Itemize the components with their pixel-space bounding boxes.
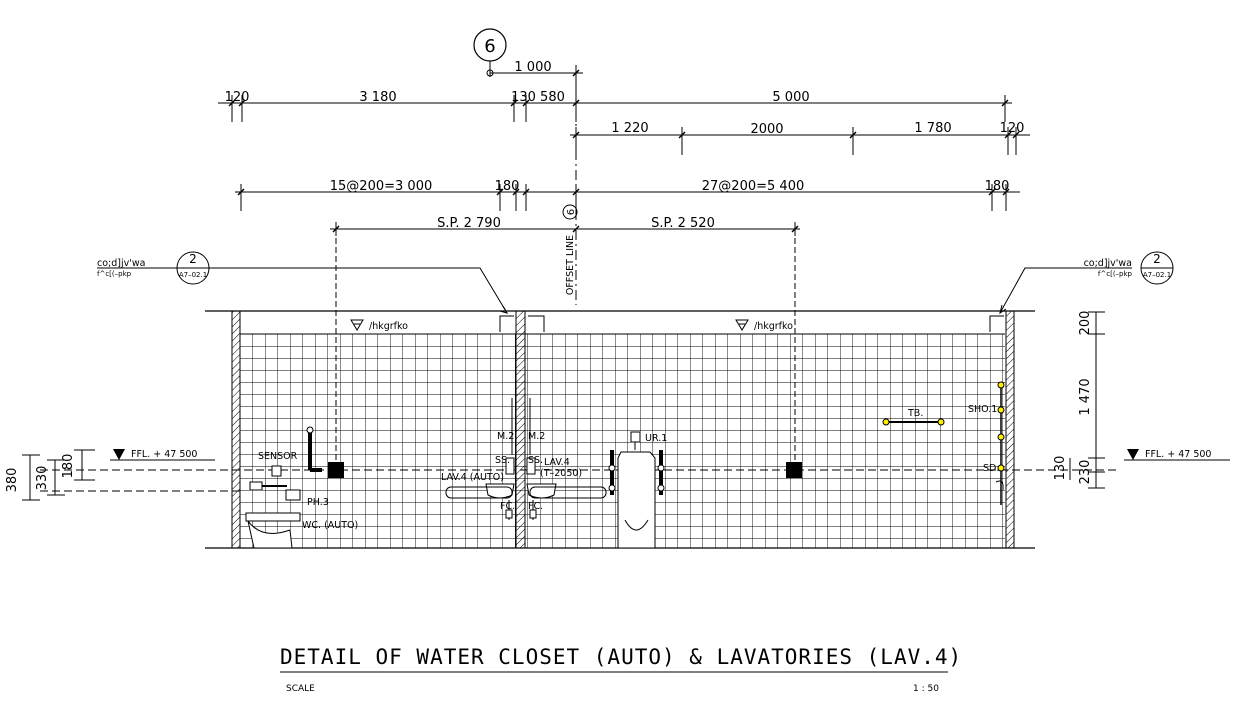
sp-right: S.P. 2 520 — [651, 216, 715, 231]
dim-180-mid: 180 — [495, 179, 520, 194]
left-vertical-dims — [22, 449, 95, 501]
sp-left: S.P. 2 790 — [437, 216, 501, 231]
label-ss-left: SS. — [495, 455, 510, 466]
svg-text:2: 2 — [1153, 252, 1161, 266]
dim-1000: 1 000 — [514, 60, 551, 75]
grid-bubble-top: 6 — [473, 28, 507, 77]
shower-fixture — [995, 381, 1005, 505]
dim-130: 130 — [1053, 456, 1068, 481]
dim-180-left: 180 — [61, 454, 76, 479]
dim-5000: 5 000 — [772, 90, 809, 105]
dim-130-580: 130 580 — [511, 90, 565, 105]
dim-120-left: 120 — [225, 90, 250, 105]
label-wc: WC. (AUTO) — [302, 520, 358, 531]
label-fc-left: FC. — [500, 501, 515, 512]
dim-15at200: 15@200=3 000 — [330, 179, 432, 194]
svg-text:FFL. + 47 500: FFL. + 47 500 — [1145, 449, 1211, 460]
svg-text:/hkgrfko: /hkgrfko — [369, 321, 408, 332]
dim-330: 330 — [35, 466, 50, 491]
lavatory-left — [445, 398, 515, 520]
grid-bubble-side: 6 — [562, 204, 578, 220]
scale-value: 1 : 50 — [913, 684, 939, 694]
dim-230: 230 — [1078, 460, 1093, 485]
svg-text:A7–02.1: A7–02.1 — [179, 271, 207, 279]
svg-text:6: 6 — [484, 36, 495, 57]
svg-text:/hkgrfko: /hkgrfko — [754, 321, 793, 332]
ceiling-level-right: /hkgrfko — [735, 319, 793, 332]
label-sensor: SENSOR — [258, 451, 298, 462]
label-fc-right: FC. — [528, 501, 543, 512]
dim-3180: 3 180 — [359, 90, 396, 105]
label-tb: TB. — [907, 408, 923, 419]
dim-380: 380 — [5, 468, 20, 493]
dim-1470: 1 470 — [1078, 378, 1093, 415]
dimension-ticks — [228, 69, 1020, 233]
urinal-fixture — [608, 431, 665, 549]
svg-text:6: 6 — [566, 209, 577, 215]
label-sd: SD. — [983, 463, 999, 474]
dim-1220: 1 220 — [611, 121, 648, 136]
label-m2-right: M.2 — [528, 431, 545, 442]
ffl-marker-left: FFL. + 47 500 — [110, 449, 215, 461]
svg-text:f^c[(–pkp: f^c[(–pkp — [97, 270, 132, 278]
wall-elevation — [40, 229, 1120, 549]
offset-line-label: OFFSET LINE — [565, 235, 576, 295]
ceiling-level-left: /hkgrfko — [350, 319, 408, 332]
dimension-lines — [218, 65, 1030, 305]
label-lav4: LAV.4 — [544, 457, 570, 468]
label-ph3: PH.3 — [307, 497, 329, 508]
towel-bar — [882, 418, 945, 426]
water-closet-fixture — [245, 426, 322, 549]
label-ss-right: SS. — [528, 455, 543, 466]
label-sho1: SHO.1 — [968, 404, 997, 415]
drawing-title: DETAIL OF WATER CLOSET (AUTO) & LAVATORI… — [280, 645, 962, 669]
section-callout-left: co;d]jv'wa f^c[(–pkp 2 A7–02.1 — [97, 251, 509, 314]
right-vertical-dims — [1069, 311, 1105, 489]
label-ur1: UR.1 — [645, 433, 667, 444]
svg-text:A7–02.1: A7–02.1 — [1143, 271, 1171, 279]
dim-180-right: 180 — [985, 179, 1010, 194]
dim-1780: 1 780 — [914, 121, 951, 136]
dim-2000: 2000 — [750, 122, 783, 137]
dim-27at200: 27@200=5 400 — [702, 179, 804, 194]
svg-text:co;d]jv'wa: co;d]jv'wa — [97, 258, 145, 269]
label-t2050: (T–2050) — [540, 468, 582, 479]
svg-text:2: 2 — [189, 252, 197, 266]
label-m2-left: M.2 — [497, 431, 514, 442]
svg-text:f^c[(–pkp: f^c[(–pkp — [1098, 270, 1133, 278]
scale-label: SCALE — [286, 684, 315, 694]
label-lav4-auto: LAV.4 (AUTO) — [441, 472, 504, 483]
dim-120-right: 120 — [1000, 121, 1025, 136]
svg-text:FFL. + 47 500: FFL. + 47 500 — [131, 449, 197, 460]
section-callout-right: co;d]jv'wa f^c[(–pkp 2 A7–02.1 — [999, 251, 1174, 315]
dim-200: 200 — [1078, 311, 1093, 336]
lavatory-right — [526, 398, 607, 520]
ffl-marker-right: FFL. + 47 500 — [1124, 449, 1230, 461]
svg-text:co;d]jv'wa: co;d]jv'wa — [1084, 258, 1132, 269]
